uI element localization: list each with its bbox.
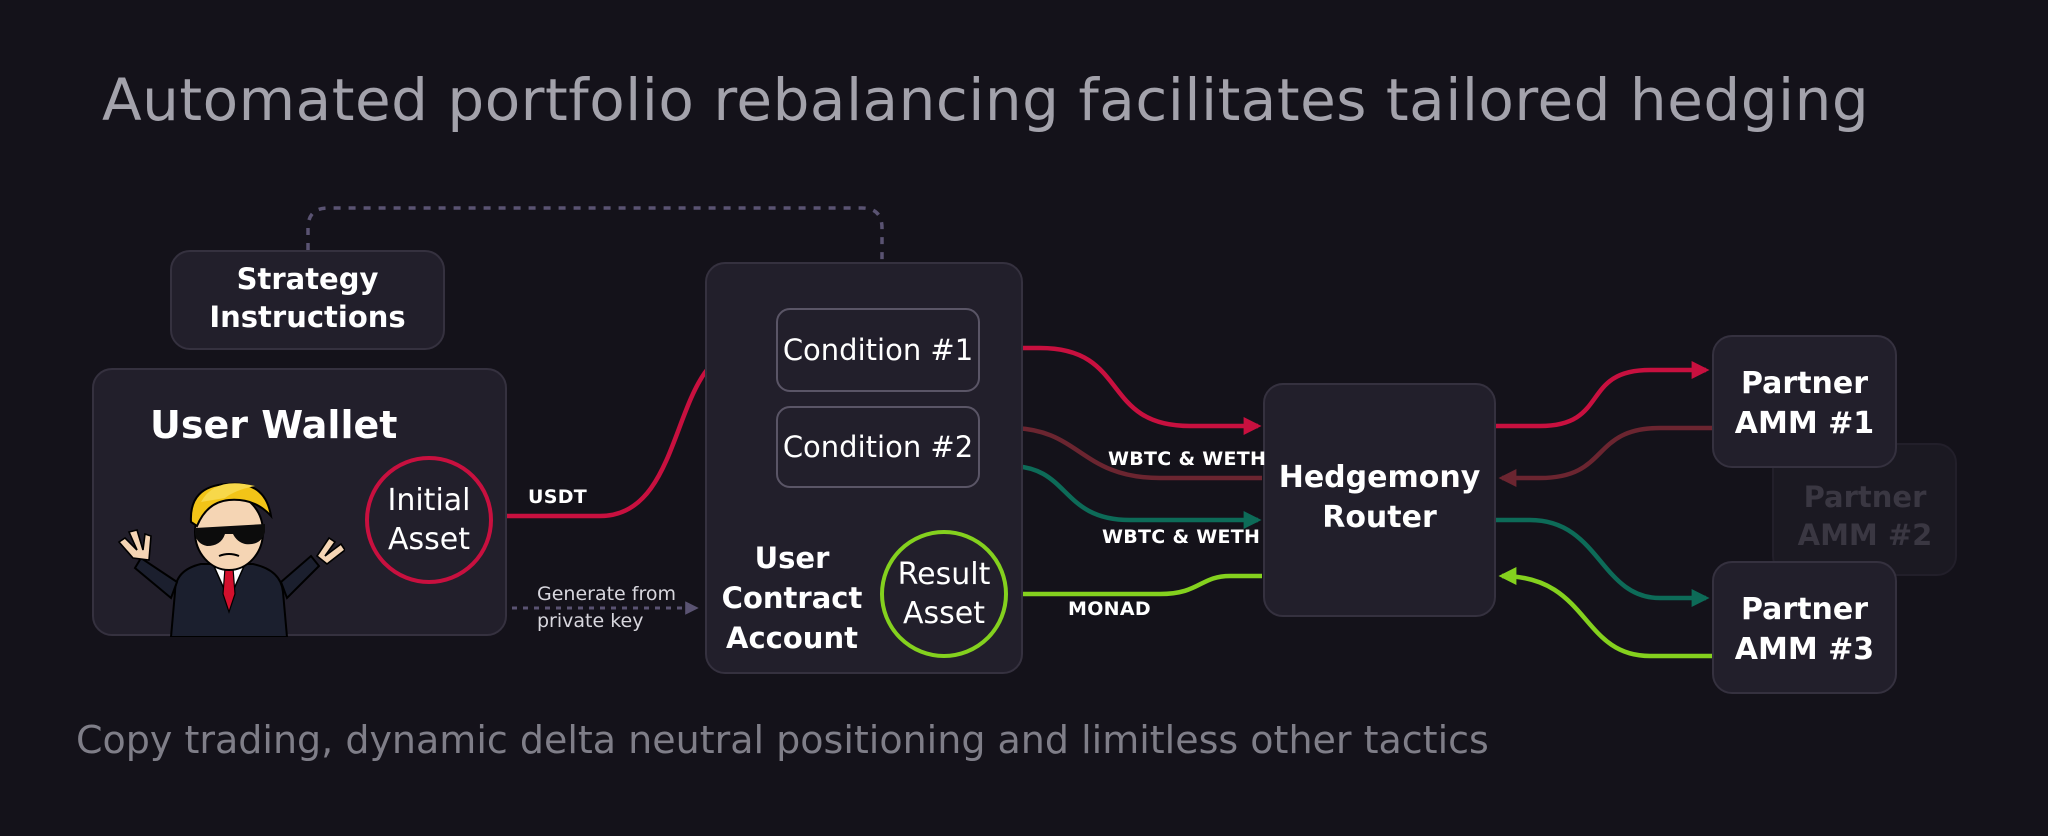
condition-2-node: Condition #2 bbox=[776, 406, 980, 488]
condition-1-node: Condition #1 bbox=[776, 308, 980, 392]
page-subtitle: Copy trading, dynamic delta neutral posi… bbox=[76, 718, 1489, 762]
hedgemony-router-box bbox=[1263, 383, 1496, 617]
partner-amm-3-label: Partner AMM #3 bbox=[1734, 592, 1875, 667]
edge-label-generate-key: Generate from private key bbox=[537, 583, 676, 632]
partner-amm-2-label: Partner AMM #2 bbox=[1797, 480, 1933, 553]
edge-router-to-condition2 bbox=[982, 419, 1262, 481]
edge-label-monad: MONAD bbox=[1068, 598, 1151, 620]
edge-router-to-amm1 bbox=[1496, 361, 1710, 429]
edge-label-usdt: USDT bbox=[528, 486, 588, 508]
partner-amm-3-box bbox=[1712, 561, 1897, 694]
page-title: Automated portfolio rebalancing facilita… bbox=[102, 66, 1870, 134]
mascot-character-illustration bbox=[117, 482, 345, 637]
partner-amm-1-box bbox=[1712, 335, 1897, 468]
edge-router-to-amm3 bbox=[1496, 517, 1710, 607]
edge-label-wbtc-weth-lower: WBTC & WETH bbox=[1102, 526, 1261, 548]
user-contract-account-label: User Contract Account bbox=[721, 541, 863, 656]
initial-asset-node: Initial Asset bbox=[365, 456, 493, 584]
strategy-instructions-box bbox=[170, 250, 445, 350]
hedgemony-router-label: Hedgemony Router bbox=[1278, 460, 1481, 535]
user-wallet-title: User Wallet bbox=[150, 403, 398, 447]
edge-amm3-to-router bbox=[1498, 567, 1712, 659]
edge-condition1-to-router bbox=[980, 345, 1262, 435]
edge-amm1-to-router bbox=[1498, 425, 1712, 487]
edge-label-wbtc-weth-upper: WBTC & WETH bbox=[1108, 448, 1267, 470]
edge-strategy-to-condition bbox=[306, 206, 890, 308]
edge-monad bbox=[1016, 573, 1262, 597]
strategy-instructions-label: Strategy Instructions bbox=[209, 262, 406, 335]
result-asset-node: Result Asset bbox=[880, 530, 1008, 658]
partner-amm-1-label: Partner AMM #1 bbox=[1734, 366, 1875, 441]
